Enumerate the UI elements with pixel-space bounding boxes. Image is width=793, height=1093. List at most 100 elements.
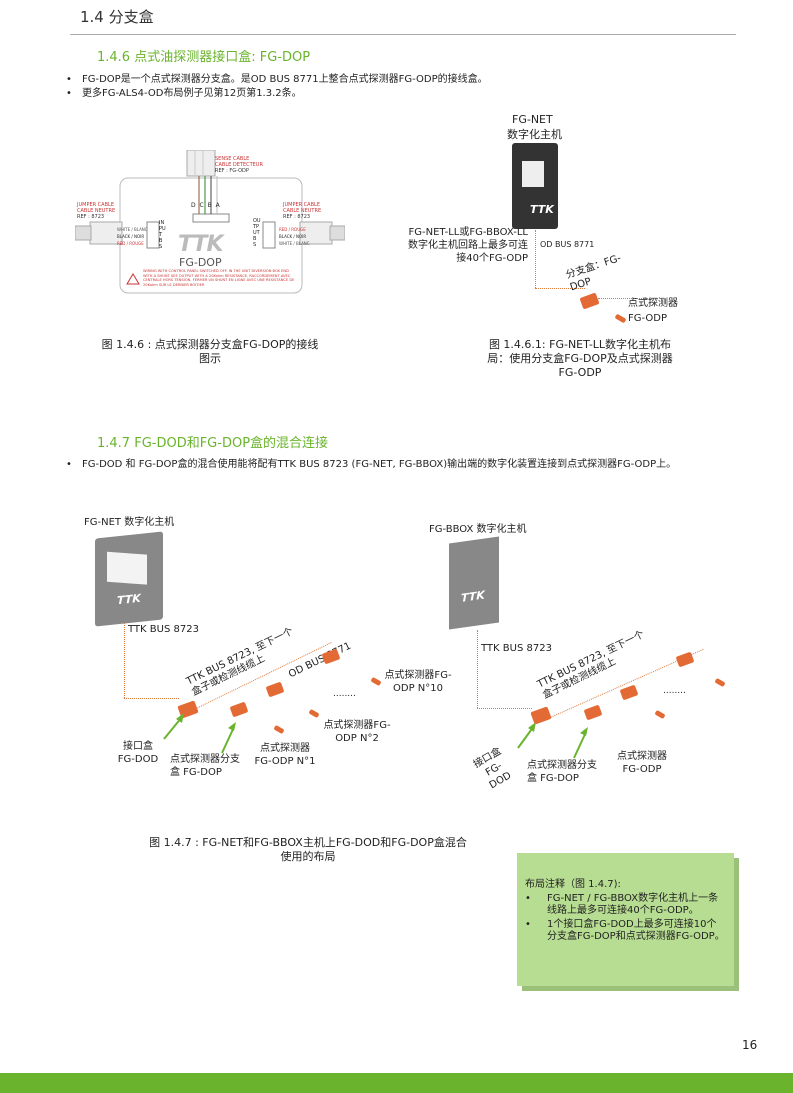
figure-1461-caption: 图 1.4.6.1: FG-NET-LL数字化主机布局：使用分支盒FG-DOP及… (487, 338, 673, 379)
device-logo: TTK (461, 588, 485, 605)
wire-label: WHITE / BLANC (117, 227, 148, 232)
bus-line (124, 698, 179, 699)
fg-dop-box-icon (265, 681, 285, 698)
sense-line-1: SENSE CABLE (215, 156, 250, 162)
fg-odp-detector-icon (714, 677, 726, 688)
ttk-logo: TTK (178, 232, 224, 257)
wire-label: RED / ROUGE (279, 227, 306, 232)
fg-net-device-icon: TTK (512, 143, 558, 229)
fg-net-title: FG-NET (512, 113, 553, 126)
branch-box-label: 分支盒：FG-DOP (564, 252, 623, 294)
bullet-list-146: •FG-DOP是一个点式探测器分支盒。是OD BUS 8771上整合点式探测器F… (66, 73, 722, 101)
fg-dop-box-icon (579, 292, 600, 310)
fg-odp-detector-icon (308, 708, 320, 719)
sense-cable-label: SENSE CABLE CABLE DETECTEUR REF : FG-ODP (215, 156, 263, 174)
bus-line (477, 630, 478, 708)
jumper-right-label: JUMPER CABLE CABLE NEUTRE REF : 8723 (283, 202, 321, 220)
notes-title: 布局注释（图 1.4.7): (525, 879, 621, 890)
wire-labels-right: RED / ROUGE BLACK / NOIR WHITE / BLANC (279, 226, 310, 247)
od-bus-label: OD BUS 8771 (540, 240, 595, 249)
detector-label: 点式探测器FG-ODP (628, 298, 678, 324)
wiring-diagram-svg (74, 149, 346, 294)
more-boxes-dots: ........ (663, 686, 686, 696)
note-item: • 1个接口盒FG-DOD上最多可连接10个分支盒FG-DOP和点式探测器FG-… (525, 919, 725, 943)
figure-147-caption: 图 1.4.7 : FG-NET和FG-BBOX主机上FG-DOD和FG-DOP… (149, 836, 467, 863)
jumper-right-1: JUMPER CABLE (283, 202, 320, 208)
bullet-item: •FG-DOD 和 FG-DOP盒的混合使用能将配有TTK BUS 8723 (… (66, 459, 677, 470)
jumper-left-3: REF : 8723 (77, 214, 105, 220)
fg-net-147-title: FG-NET 数字化主机 (84, 517, 175, 528)
bullet-item: •FG-DOP是一个点式探测器分支盒。是OD BUS 8771上整合点式探测器F… (66, 74, 488, 85)
warning-icon (126, 273, 140, 285)
note-item: • FG-NET / FG-BBOX数字化主机上一条线路上最多可连接40个FG-… (525, 893, 725, 917)
more-boxes-dots: ........ (333, 689, 356, 699)
odp-10-label: 点式探测器FG-ODP N°10 (384, 670, 452, 694)
sense-line-3: REF : FG-ODP (215, 168, 249, 174)
wire-label: BLACK / NOIR (279, 234, 307, 239)
footer-bar (0, 1073, 793, 1093)
bullet-list-147: •FG-DOD 和 FG-DOP盒的混合使用能将配有TTK BUS 8723 (… (66, 458, 732, 472)
note-item-text: FG-NET / FG-BBOX数字化主机上一条线路上最多可连接40个FG-OD… (547, 893, 719, 916)
bus-line (535, 288, 585, 289)
fg-dop-box-icon (675, 651, 695, 668)
dcba-terminal-icon (192, 213, 230, 223)
fg-dop-wiring-diagram: SENSE CABLE CABLE DETECTEUR REF : FG-ODP… (74, 149, 346, 300)
note-item-text: 1个接口盒FG-DOD上最多可连接10个分支盒FG-DOP和点式探测器FG-OD… (547, 919, 725, 942)
fg-odp-detector-icon (273, 724, 285, 735)
section-title-146: 1.4.6 点式油探测器接口盒: FG-DOP (97, 50, 311, 65)
jumper-left-label: JUMPER CABLE CABLE NEUTRE REF : 8723 (77, 202, 115, 220)
output-label: OUTPUT B S (253, 218, 261, 248)
page-header-title: 1.4 分支盒 (80, 8, 154, 26)
jumper-left-1: JUMPER CABLE (77, 202, 114, 208)
fg-bbox-device-icon: TTK (449, 536, 499, 630)
device-screen (522, 161, 544, 187)
sense-line-2: CABLE DETECTEUR (215, 162, 263, 168)
device-logo: TTK (117, 591, 141, 608)
bullet-dot: • (525, 919, 531, 930)
fg-dop-label: 点式探测器分支盒 FG-DOP (527, 760, 597, 784)
bus-line (124, 623, 125, 698)
fg-dop-model-label: FG-DOP (179, 256, 222, 269)
page-number: 16 (742, 1038, 758, 1052)
fg-odp-detector-icon (614, 313, 627, 324)
device-screen (107, 551, 147, 585)
fg-net-note: FG-NET-LL或FG-BBOX-LL数字化主机回路上最多可连接40个FG-O… (408, 227, 528, 264)
input-label: INPUT B S (159, 220, 166, 250)
device-logo: TTK (530, 203, 554, 216)
bus-line (535, 230, 536, 288)
output-terminal-icon (262, 221, 276, 249)
jumper-right-3: REF : 8723 (283, 214, 311, 220)
fg-odp-detector-icon (654, 709, 666, 720)
section-title-147: 1.4.7 FG-DOD和FG-DOP盒的混合连接 (97, 436, 329, 451)
figure-146-caption: 图 1.4.6 : 点式探测器分支盒FG-DOP的接线图示 (101, 338, 319, 365)
pointer-arrows-left (163, 713, 236, 754)
layout-notes-box: 布局注释（图 1.4.7): • FG-NET / FG-BBOX数字化主机上一… (517, 853, 734, 986)
wire-label: WHITE / BLANC (279, 241, 310, 246)
dcba-label: D C B A (191, 202, 221, 209)
fg-net-147-device-icon: TTK (95, 531, 163, 627)
bullet-item: •更多FG-ALS4-OD布局例子见第12页第1.3.2条。 (66, 88, 302, 99)
ttk-bus-label-right: TTK BUS 8723 (481, 643, 552, 654)
bullet-dot: • (525, 893, 531, 904)
odp-1-label: 点式探测器FG-ODP N°1 (254, 743, 316, 767)
fg-net-subtitle: 数字化主机 (507, 128, 562, 141)
bus-line (477, 708, 532, 709)
fg-dop-label: 点式探测器分支盒 FG-DOP (170, 754, 240, 778)
odp-label: 点式探测器FG-ODP (617, 751, 667, 775)
wire-label: BLACK / NOIR (117, 234, 145, 239)
fg-odp-detector-icon (370, 676, 382, 687)
jumper-left-2: CABLE NEUTRE (77, 208, 116, 214)
bus-line (598, 298, 658, 299)
jumper-right-2: CABLE NEUTRE (283, 208, 322, 214)
fg-dod-label: 接口盒FG-DOD (117, 741, 159, 765)
fg-bbox-title: FG-BBOX 数字化主机 (429, 524, 527, 535)
wiring-warning-text: WIRING WITH CONTROL PANEL SWITCHED OFF. … (143, 269, 295, 287)
pointer-arrows-right (517, 722, 588, 759)
top-gland-icon (186, 149, 216, 177)
odp-2-label: 点式探测器FG-ODP N°2 (323, 720, 391, 744)
wire-label: RED / ROUGE (117, 241, 144, 246)
wire-labels-left: WHITE / BLANC BLACK / NOIR RED / ROUGE (117, 226, 148, 247)
fg-dop-box-icon (619, 684, 639, 701)
bus-next-label-left: TTK BUS 8723, 至下一个盒子或检测线缆上 (184, 626, 296, 699)
ttk-bus-label-left: TTK BUS 8723 (128, 624, 199, 635)
